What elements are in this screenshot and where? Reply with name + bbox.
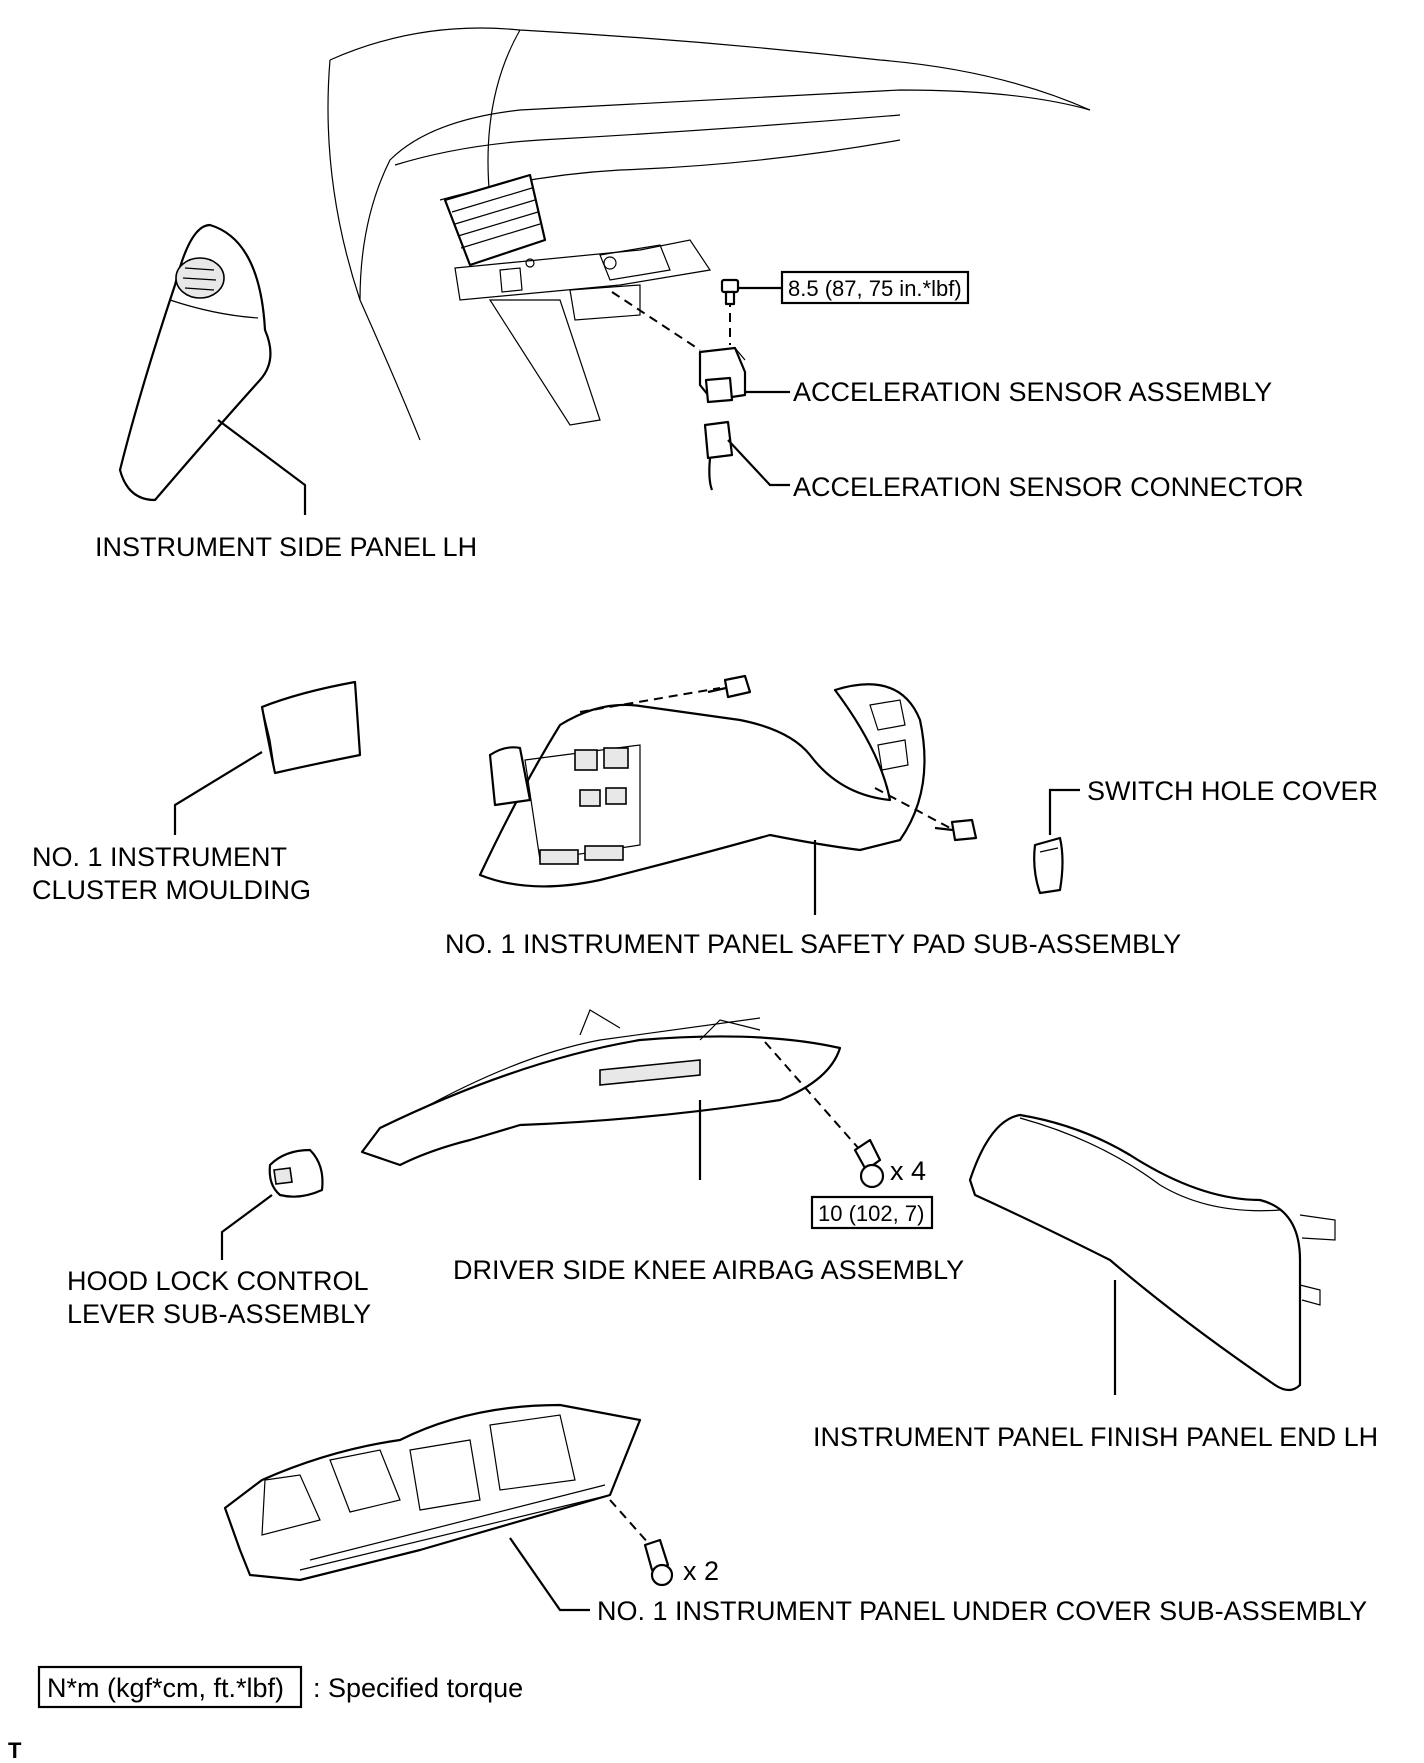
legend-torque-box (37, 1665, 303, 1709)
knee-airbag-bolt-qty: x 4 (890, 1156, 926, 1186)
instrument-side-panel-lh-label: INSTRUMENT SIDE PANEL LH (95, 532, 477, 562)
knee-airbag-label: DRIVER SIDE KNEE AIRBAG ASSEMBLY (453, 1255, 964, 1285)
cluster-moulding-label-line1: NO. 1 INSTRUMENT (32, 842, 287, 872)
hood-lock-label-line2: LEVER SUB-ASSEMBLY (67, 1299, 371, 1329)
corner-mark: T (8, 1738, 22, 1763)
switch-hole-cover (1033, 788, 1080, 895)
finish-panel-end-lh (968, 1113, 1336, 1395)
knee-airbag-torque-box (810, 1195, 934, 1230)
hood-lock-label-line1: HOOD LOCK CONTROL (67, 1266, 369, 1296)
legend-description: : Specified torque (313, 1673, 523, 1703)
under-cover-sub-assembly (223, 1403, 674, 1612)
cluster-moulding-label-line2: CLUSTER MOULDING (32, 875, 311, 905)
switch-hole-cover-label: SWITCH HOLE COVER (1087, 776, 1378, 806)
knee-airbag-torque-value: 10 (102, 7) (818, 1201, 924, 1226)
dashboard-outline (327, 27, 1091, 441)
safety-pad-label: NO. 1 INSTRUMENT PANEL SAFETY PAD SUB-AS… (445, 929, 1181, 959)
hood-lock-control-lever (220, 1148, 324, 1260)
acceleration-sensor-connector (703, 420, 790, 491)
instrument-cluster-moulding (173, 680, 362, 835)
finish-panel-end-label: INSTRUMENT PANEL FINISH PANEL END LH (813, 1422, 1378, 1452)
legend-torque-units: N*m (kgf*cm, ft.*lbf) (47, 1673, 284, 1703)
acceleration-sensor-assembly (611, 278, 790, 404)
sensor-torque-box (780, 270, 970, 305)
safety-pad-sub-assembly (478, 674, 978, 915)
instrument-side-panel-lh (118, 223, 307, 515)
acceleration-sensor-connector-label: ACCELERATION SENSOR CONNECTOR (793, 472, 1304, 502)
acceleration-sensor-assembly-label: ACCELERATION SENSOR ASSEMBLY (793, 377, 1272, 407)
under-cover-bolt-qty: x 2 (683, 1556, 719, 1586)
knee-airbag-assembly (360, 1009, 885, 1189)
under-cover-label: NO. 1 INSTRUMENT PANEL UNDER COVER SUB-A… (597, 1596, 1367, 1626)
sensor-torque-value: 8.5 (87, 75 in.*lbf) (788, 276, 962, 301)
